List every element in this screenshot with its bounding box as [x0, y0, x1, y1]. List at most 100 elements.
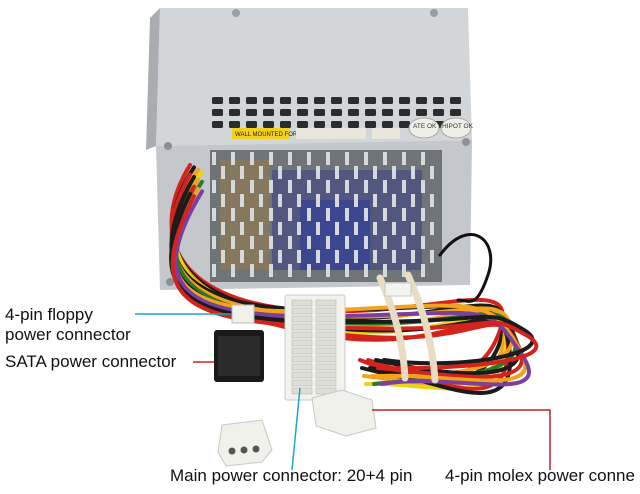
cable-tie: [404, 271, 439, 384]
vent-slot: [399, 121, 410, 128]
atx-connector-pins: [291, 299, 337, 395]
psu-wire: [174, 189, 531, 387]
vent-slot: [314, 121, 325, 128]
fan-cable: [438, 233, 493, 303]
grille-bar: [212, 236, 216, 249]
warning-sticker-text: WALL MOUNTED FOR: [235, 132, 298, 138]
grille-bar: [373, 250, 377, 263]
grille-bar: [297, 250, 301, 263]
grille-bar: [421, 264, 425, 277]
grille-bar: [364, 208, 368, 221]
grille-bar: [212, 208, 216, 221]
grille-bar: [221, 166, 225, 179]
main-leader-line: [291, 387, 301, 471]
grille-bar: [373, 166, 377, 179]
grille-bar: [307, 236, 311, 249]
grille-bar: [297, 222, 301, 235]
molex-connector-1: [311, 389, 377, 437]
grille-bar: [259, 194, 263, 207]
grille-bar: [307, 152, 311, 165]
vent-slot: [263, 121, 274, 128]
grille-bar: [307, 264, 311, 277]
grille-bar: [221, 194, 225, 207]
grille-bar: [335, 250, 339, 263]
grille-bar: [269, 152, 273, 165]
grille-bar: [421, 152, 425, 165]
hipot-ok-text: HIPOT OK: [442, 123, 474, 130]
screw-icon: [430, 9, 438, 17]
vent-slot: [246, 97, 257, 104]
grille-bar: [430, 194, 434, 207]
molex-connector-2: [217, 419, 273, 467]
grille-bar: [250, 236, 254, 249]
grille-bar: [259, 250, 263, 263]
grille-bar: [421, 180, 425, 193]
atx-pin-cell: [291, 331, 313, 339]
screw-icon: [462, 138, 470, 146]
vent-slot: [212, 109, 223, 116]
grille-bar: [402, 152, 406, 165]
grille-bar: [250, 180, 254, 193]
vent-slot: [263, 109, 274, 116]
vent-slot: [297, 121, 308, 128]
grille-bar: [392, 222, 396, 235]
grille-bar: [240, 166, 244, 179]
grille-bar: [326, 264, 330, 277]
atx-pin-cell: [291, 363, 313, 371]
vent-slot: [263, 97, 274, 104]
atx-pin-cell: [315, 379, 337, 387]
grille-bar: [250, 208, 254, 221]
vent-slot: [399, 109, 410, 116]
grille-bar: [297, 194, 301, 207]
grille-bar: [212, 152, 216, 165]
grille-bar: [421, 236, 425, 249]
psu-left-edge: [146, 8, 160, 150]
atx-pin-cell: [315, 299, 337, 307]
sata-connector-face: [218, 336, 260, 376]
vent-slot: [280, 97, 291, 104]
grille-bar: [240, 222, 244, 235]
grille-bar: [288, 152, 292, 165]
grille-bar: [383, 152, 387, 165]
top-vent-slots: [212, 97, 461, 128]
vent-slot: [433, 109, 444, 116]
grille-bar: [430, 250, 434, 263]
atx-pin-cell: [291, 387, 313, 395]
grille-bar: [212, 264, 216, 277]
grille-bar: [326, 180, 330, 193]
atx-pin-cell: [315, 339, 337, 347]
grille-bar: [278, 166, 282, 179]
atx-pin-cell: [291, 307, 313, 315]
grille-bar: [402, 180, 406, 193]
vent-slot: [246, 109, 257, 116]
model-sticker: [296, 128, 366, 139]
molex-connector-label: 4-pin molex power conne: [445, 466, 635, 485]
fan-connector: [384, 282, 412, 297]
vent-slot: [365, 109, 376, 116]
vent-slot: [382, 121, 393, 128]
warning-sticker: [232, 128, 290, 139]
small-sticker: [372, 128, 400, 139]
screw-icon: [166, 278, 174, 286]
grille-bar: [345, 264, 349, 277]
grille-bar: [278, 194, 282, 207]
grille-bar: [364, 180, 368, 193]
vent-slot: [246, 121, 257, 128]
screw-icon: [232, 9, 240, 17]
vent-slot: [450, 109, 461, 116]
vent-slot: [331, 109, 342, 116]
grille-bar: [326, 208, 330, 221]
grille-bar: [231, 152, 235, 165]
main-connector-label: Main power connector: 20+4 pin: [170, 466, 413, 485]
grille-bar: [316, 250, 320, 263]
grille-bar: [430, 166, 434, 179]
grille-holes: [212, 152, 434, 277]
grille-bar: [288, 208, 292, 221]
atx-pin-cell: [315, 331, 337, 339]
grille-bar: [231, 264, 235, 277]
grille-bar: [392, 194, 396, 207]
vent-slot: [229, 121, 240, 128]
grille-bar: [259, 222, 263, 235]
